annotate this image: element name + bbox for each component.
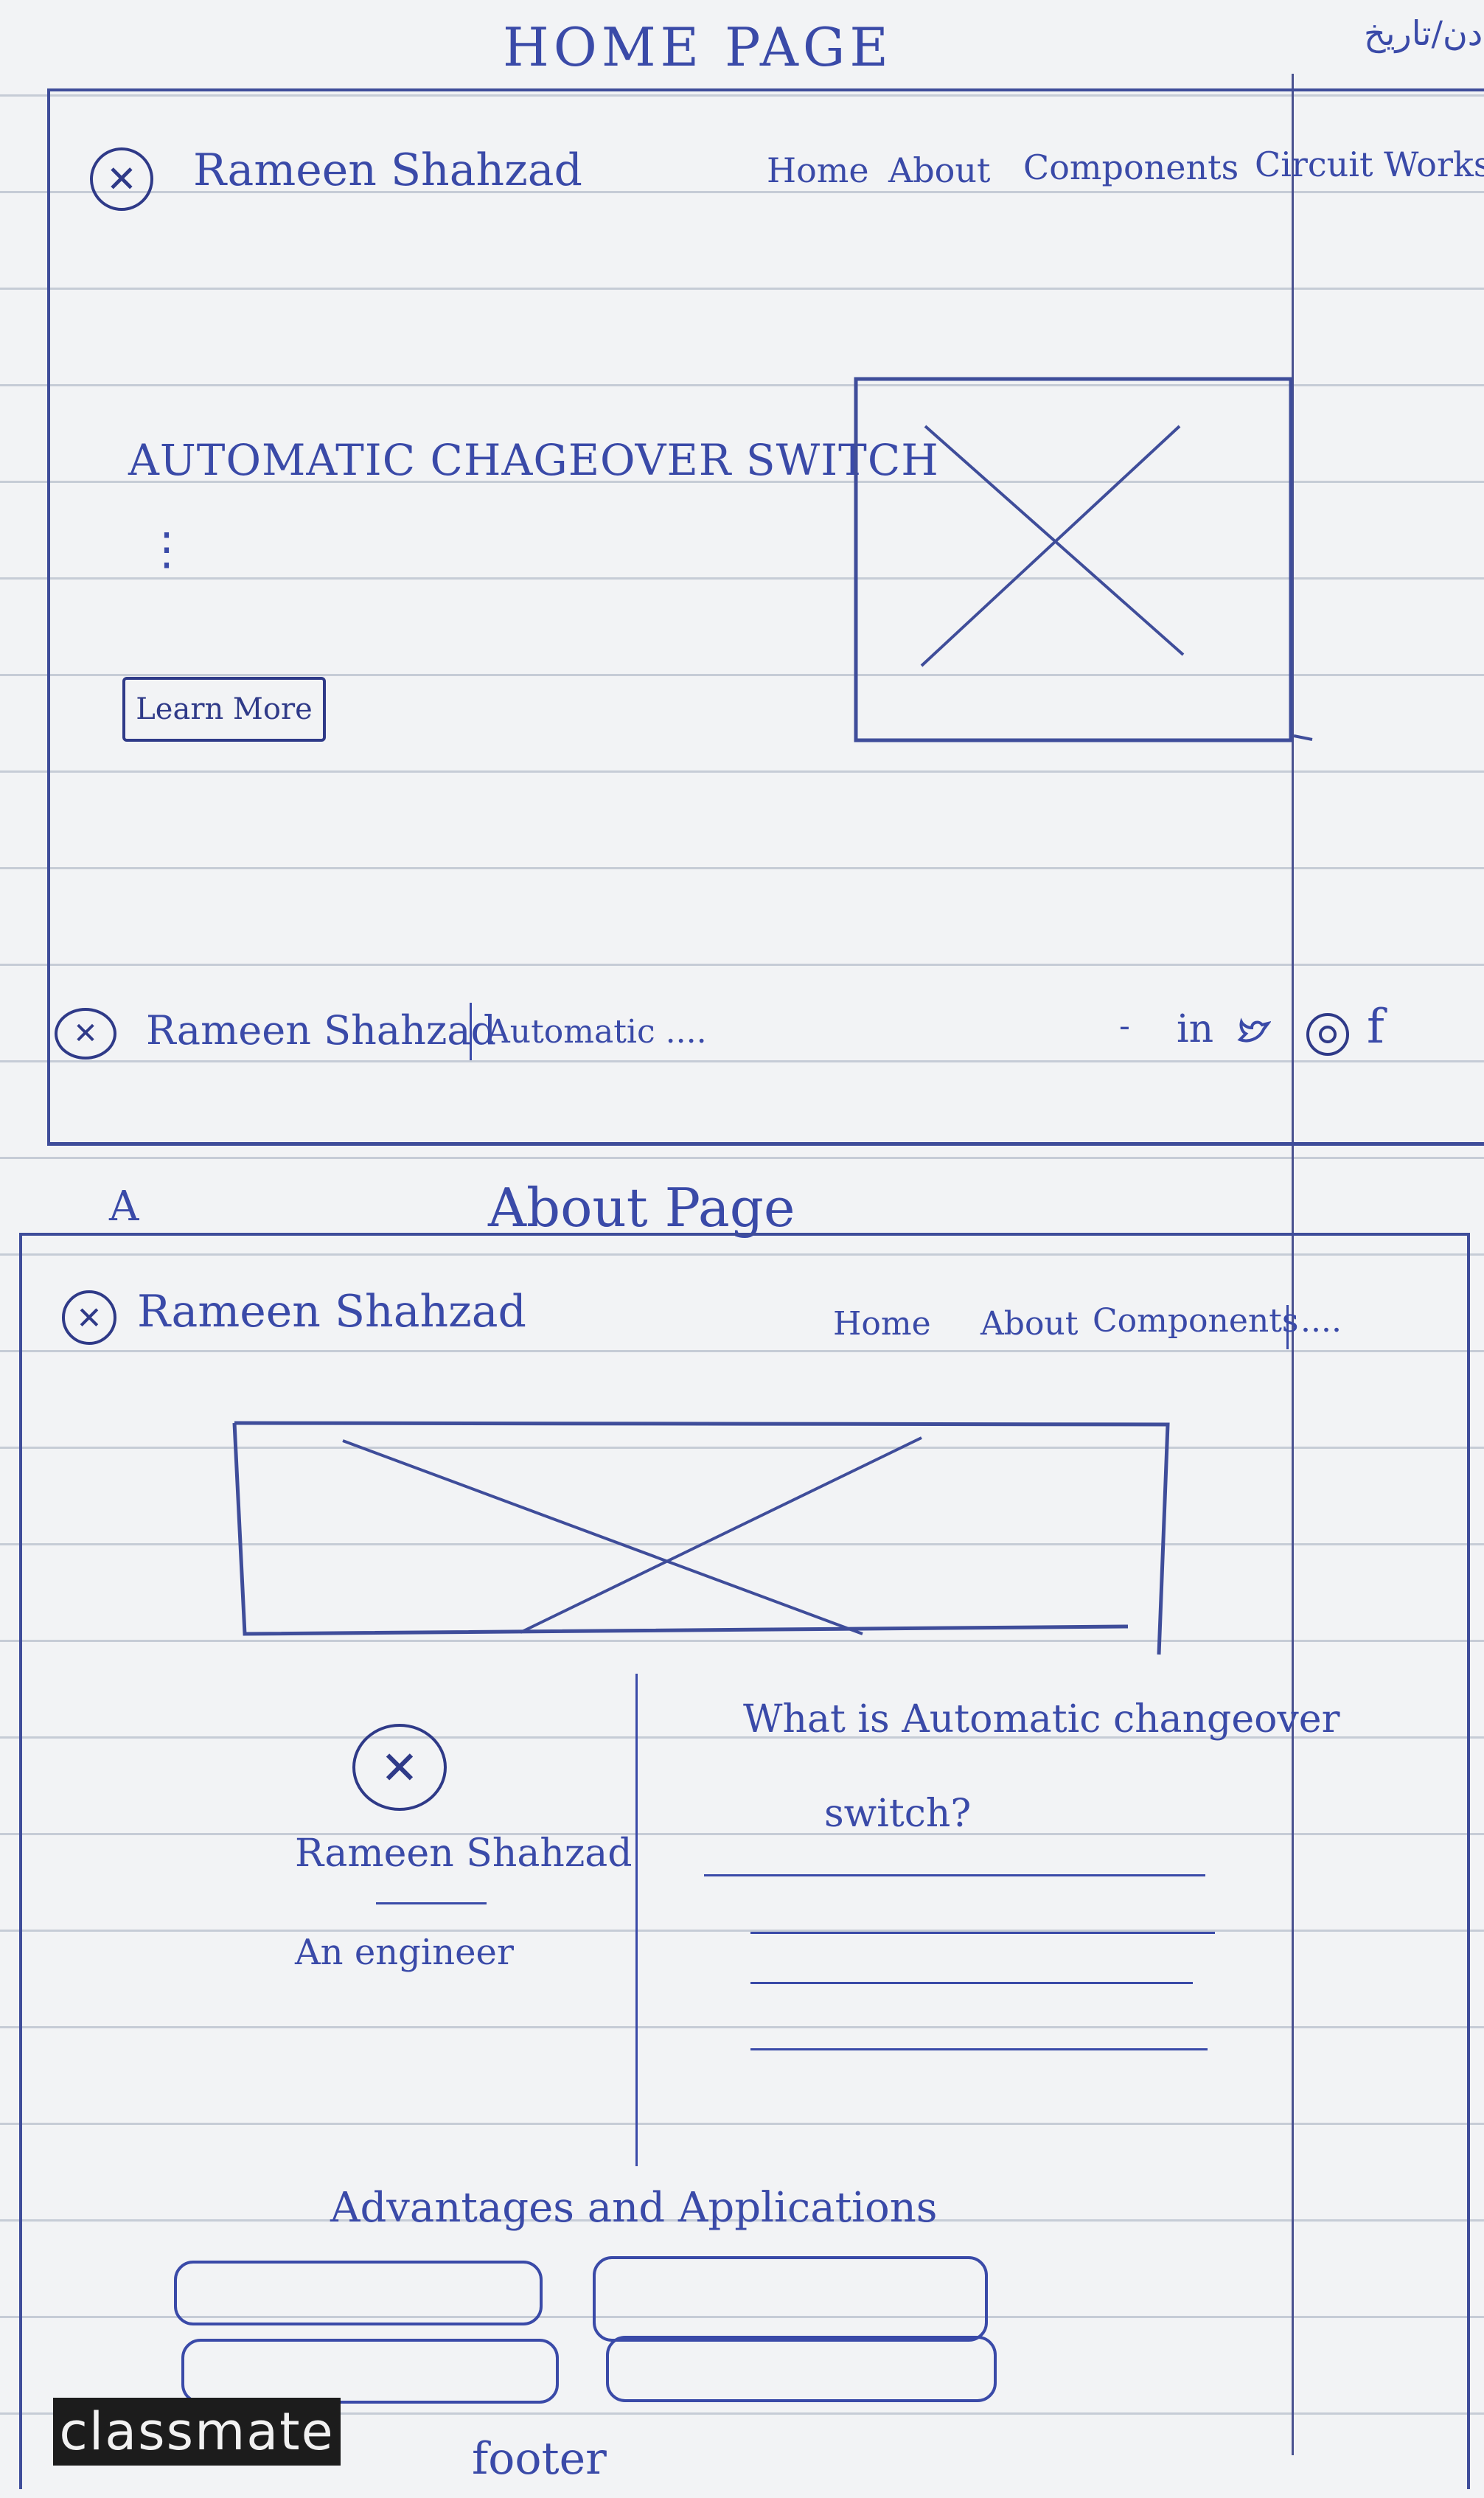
about-banner-placeholder: [232, 1421, 1170, 1655]
about-logo-icon[interactable]: ✕: [62, 1290, 116, 1345]
question-line-c: [750, 1982, 1193, 1984]
about-letter: A: [109, 1183, 139, 1231]
hero-image-placeholder: [854, 377, 1313, 742]
home-logo-icon[interactable]: ✕: [90, 147, 153, 211]
advantage-card-1[interactable]: [174, 2261, 543, 2325]
about-nav-more[interactable]: ....: [1300, 1302, 1342, 1340]
question-line-1: What is Automatic changeover: [743, 1697, 1340, 1742]
advantages-title: Advantages and Applications: [330, 2184, 938, 2232]
home-nav-circuit-works[interactable]: Circuit Works: [1255, 145, 1484, 184]
question-line-a: [704, 1874, 1205, 1876]
about-nav-home[interactable]: Home: [833, 1305, 931, 1343]
hero-dots: ⋮: [144, 523, 189, 575]
profile-underline: [376, 1902, 487, 1904]
profile-avatar-icon: ✕: [352, 1724, 447, 1811]
about-page-title: About Page: [488, 1177, 795, 1239]
date-label: دن/تاریخ: [1364, 13, 1483, 53]
home-nav-about[interactable]: About: [888, 150, 991, 190]
about-page-frame: [19, 1233, 1470, 2489]
about-nav-about[interactable]: About: [980, 1305, 1079, 1343]
home-site-name[interactable]: Rameen Shahzad: [193, 145, 582, 196]
nav-divider: [1286, 1305, 1289, 1349]
home-footer-logo-icon[interactable]: ✕: [55, 1008, 116, 1060]
hero-title: AUTOMATIC CHAGEOVER SWITCH: [128, 435, 939, 485]
linkedin-icon[interactable]: in: [1177, 1007, 1214, 1051]
instagram-icon[interactable]: [1306, 1013, 1349, 1056]
advantage-card-2[interactable]: [593, 2256, 988, 2342]
profile-role: An engineer: [295, 1932, 514, 1973]
about-nav-components[interactable]: Components: [1093, 1302, 1299, 1340]
learn-more-button[interactable]: Learn More: [122, 677, 326, 742]
footer-label: footer: [472, 2433, 607, 2485]
application-card-1[interactable]: [181, 2339, 559, 2404]
margin-line: [1292, 74, 1294, 2455]
question-line-d: [750, 2048, 1208, 2050]
footer-divider: [470, 1003, 472, 1060]
home-nav-home[interactable]: Home: [767, 150, 869, 190]
question-line-2: switch?: [824, 1792, 972, 1836]
twitter-icon[interactable]: [1237, 1017, 1271, 1047]
about-site-name[interactable]: Rameen Shahzad: [137, 1286, 526, 1337]
home-footer-text: Automatic ....: [487, 1013, 707, 1051]
home-footer-name: Rameen Shahzad: [146, 1007, 497, 1054]
notebook-brand-logo: classmate: [53, 2398, 341, 2466]
profile-divider: [635, 1674, 638, 2166]
question-line-b: [750, 1932, 1215, 1934]
application-card-2[interactable]: [606, 2336, 997, 2402]
home-footer-dash: -: [1119, 1007, 1130, 1045]
profile-name: Rameen Shahzad: [295, 1831, 633, 1876]
facebook-icon[interactable]: f: [1367, 1000, 1384, 1054]
home-page-frame: [47, 88, 1484, 1146]
home-page-title: HOME PAGE: [503, 16, 893, 78]
home-nav-components[interactable]: Components: [1023, 147, 1239, 187]
